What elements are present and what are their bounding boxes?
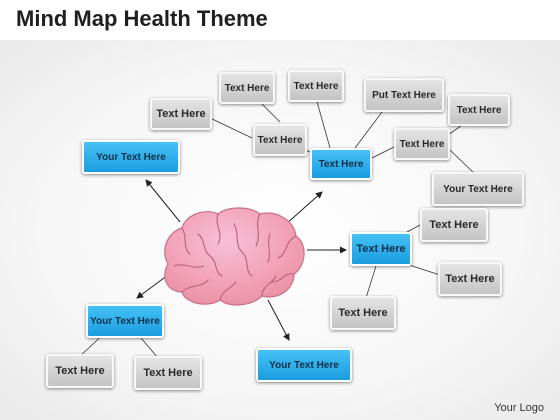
brain-icon — [164, 207, 305, 306]
node-right-d[interactable]: Your Text Here — [432, 172, 524, 206]
node-lower-left-b[interactable]: Text Here — [134, 356, 202, 390]
connector — [371, 144, 399, 159]
node-upper-left[interactable]: Your Text Here — [82, 140, 180, 174]
node-right-a[interactable]: Put Text Here — [364, 78, 444, 112]
node-mid-right-b[interactable]: Text Here — [438, 262, 502, 296]
connector — [315, 97, 331, 149]
node-top-b[interactable]: Text Here — [150, 98, 212, 130]
node-top-d[interactable]: Text Here — [288, 70, 344, 102]
logo-text: Your Logo — [494, 402, 544, 414]
arrow-to-lower-left — [136, 274, 169, 299]
arrow-to-top-center — [284, 191, 323, 226]
node-top-center[interactable]: Text Here — [310, 148, 372, 180]
node-right-c[interactable]: Text Here — [394, 128, 450, 160]
node-lower-left[interactable]: Your Text Here — [86, 304, 164, 338]
connector — [207, 116, 253, 139]
node-mid-right-a[interactable]: Text Here — [420, 208, 488, 242]
node-top-c[interactable]: Text Here — [219, 72, 275, 104]
node-bottom[interactable]: Your Text Here — [256, 348, 352, 382]
node-right-b[interactable]: Text Here — [448, 94, 510, 126]
node-top-a[interactable]: Text Here — [253, 124, 307, 156]
page-title: Mind Map Health Theme — [16, 6, 268, 31]
connector — [354, 107, 386, 149]
node-mid-right[interactable]: Text Here — [350, 232, 412, 266]
connector — [365, 265, 377, 299]
node-mid-right-c[interactable]: Text Here — [330, 296, 396, 330]
node-lower-left-a[interactable]: Text Here — [46, 354, 114, 388]
arrow-to-upper-left — [145, 179, 181, 223]
arrow-to-bottom — [267, 299, 290, 341]
